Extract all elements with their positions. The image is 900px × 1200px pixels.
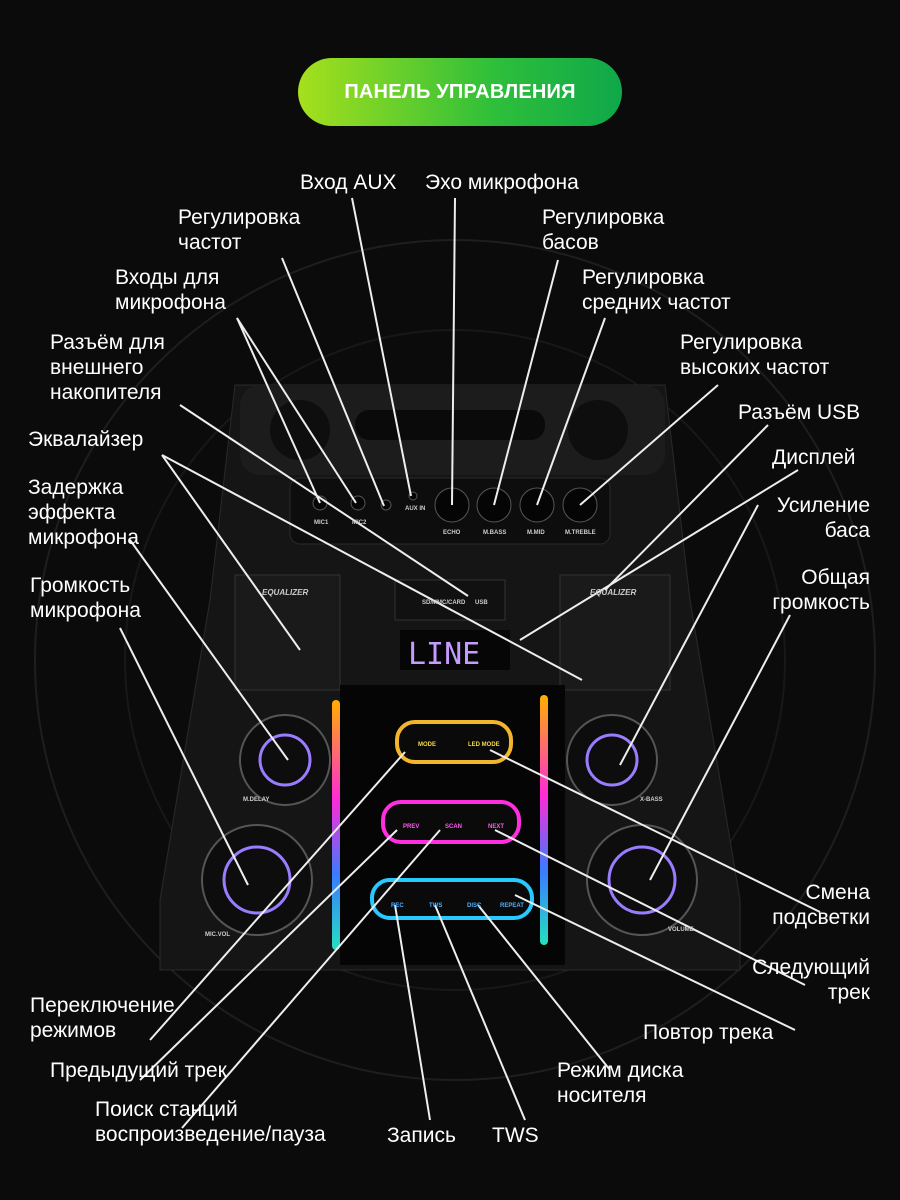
callout-line [161, 454, 301, 651]
button-tws[interactable]: TWS [429, 903, 443, 909]
callout-line [489, 749, 821, 913]
callout-line [493, 259, 559, 506]
label-previous-track: Предыдущий трек [50, 1059, 227, 1082]
label-treble-control: Регулировка высоких частот [680, 331, 830, 379]
label-master-volume: Общая громкость [772, 566, 870, 614]
label-repeat-track: Повтор трека [643, 1021, 774, 1044]
button-rec[interactable]: REC [391, 903, 404, 909]
callout-line [281, 257, 385, 507]
callout-line [604, 424, 769, 591]
label-mic-echo: Эхо микрофона [425, 171, 579, 194]
device-xbass: X-BASS [640, 797, 663, 803]
label-mode-switch: Переключение режимов [30, 994, 175, 1042]
button-prev[interactable]: PREV [403, 824, 420, 830]
callout-line [236, 317, 321, 504]
callout-line [129, 539, 289, 761]
callout-line [236, 317, 357, 504]
label-display: Дисплей [772, 446, 856, 469]
label-bass-control: Регулировка басов [542, 206, 665, 254]
device-usb: USB [475, 600, 488, 606]
callout-line [514, 894, 796, 1031]
device-echo: ECHO [443, 530, 461, 536]
callout-line [179, 404, 469, 597]
device-mmid: M.MID [527, 530, 545, 536]
device-volume: VOLUME [668, 927, 694, 933]
button-repeat[interactable]: REPEAT [500, 903, 524, 909]
device-micvol: MIC.VOL [205, 932, 230, 938]
callout-line [619, 504, 759, 766]
callout-line [149, 751, 406, 1041]
callout-line [394, 904, 431, 1121]
label-led-mode: Смена подсветки [772, 881, 870, 929]
device-sd-card: SD/MMC/CARD [422, 600, 466, 606]
label-scan-play-pause: Поиск станций воспроизведение/пауза [95, 1098, 326, 1146]
callout-line [119, 627, 249, 886]
label-aux-input: Вход AUX [300, 171, 397, 194]
callout-line [351, 197, 412, 497]
callout-line [161, 454, 583, 681]
label-record: Запись [387, 1124, 456, 1147]
label-mic-volume: Громкость микрофона [30, 574, 141, 622]
label-usb-port: Разъём USB [738, 401, 861, 424]
callout-line [434, 904, 526, 1121]
device-mic2: MIC2 [352, 520, 367, 526]
button-disc[interactable]: DISC [467, 903, 482, 909]
label-tws: TWS [492, 1124, 539, 1147]
device-mdelay: M.DELAY [243, 797, 270, 803]
label-mic-delay: Задержка эффекта микрофона [28, 476, 139, 549]
button-next[interactable]: NEXT [488, 824, 505, 830]
device-mbass: M.BASS [483, 530, 507, 536]
button-scan[interactable]: SCAN [445, 824, 463, 830]
label-frequency-control: Регулировка частот [178, 206, 301, 254]
device-mic1: MIC1 [314, 520, 329, 526]
callout-line [649, 614, 791, 881]
section-title-pill: ПАНЕЛЬ УПРАВЛЕНИЯ [298, 58, 622, 126]
display-readout: LINE [408, 637, 480, 672]
callout-line [494, 829, 806, 986]
callout-line [536, 317, 606, 506]
label-disc-mode: Режим диска носителя [557, 1059, 684, 1107]
button-led-mode[interactable]: LED MODE [468, 742, 500, 748]
label-bass-boost: Усиление баса [776, 494, 870, 542]
callout-line [181, 829, 441, 1129]
label-mic-inputs: Входы для микрофона [115, 266, 226, 314]
label-equalizer: Эквалайзер [28, 428, 144, 451]
device-eq-right: EQUALIZER [590, 588, 637, 597]
device-eq-left: EQUALIZER [262, 588, 309, 597]
device-mtreble: M.TREBLE [565, 530, 596, 536]
label-storage-slot: Разъём для внешнего накопителя [50, 331, 165, 404]
device-aux-in: AUX IN [405, 506, 426, 512]
callout-line [477, 904, 611, 1071]
callout-line [579, 384, 719, 506]
button-mode[interactable]: MODE [418, 742, 436, 748]
callout-line [139, 829, 398, 1081]
label-next-track: Следующий трек [752, 956, 870, 1004]
callout-line [519, 469, 799, 641]
callout-line [451, 197, 456, 506]
label-mid-control: Регулировка средних частот [582, 266, 731, 314]
